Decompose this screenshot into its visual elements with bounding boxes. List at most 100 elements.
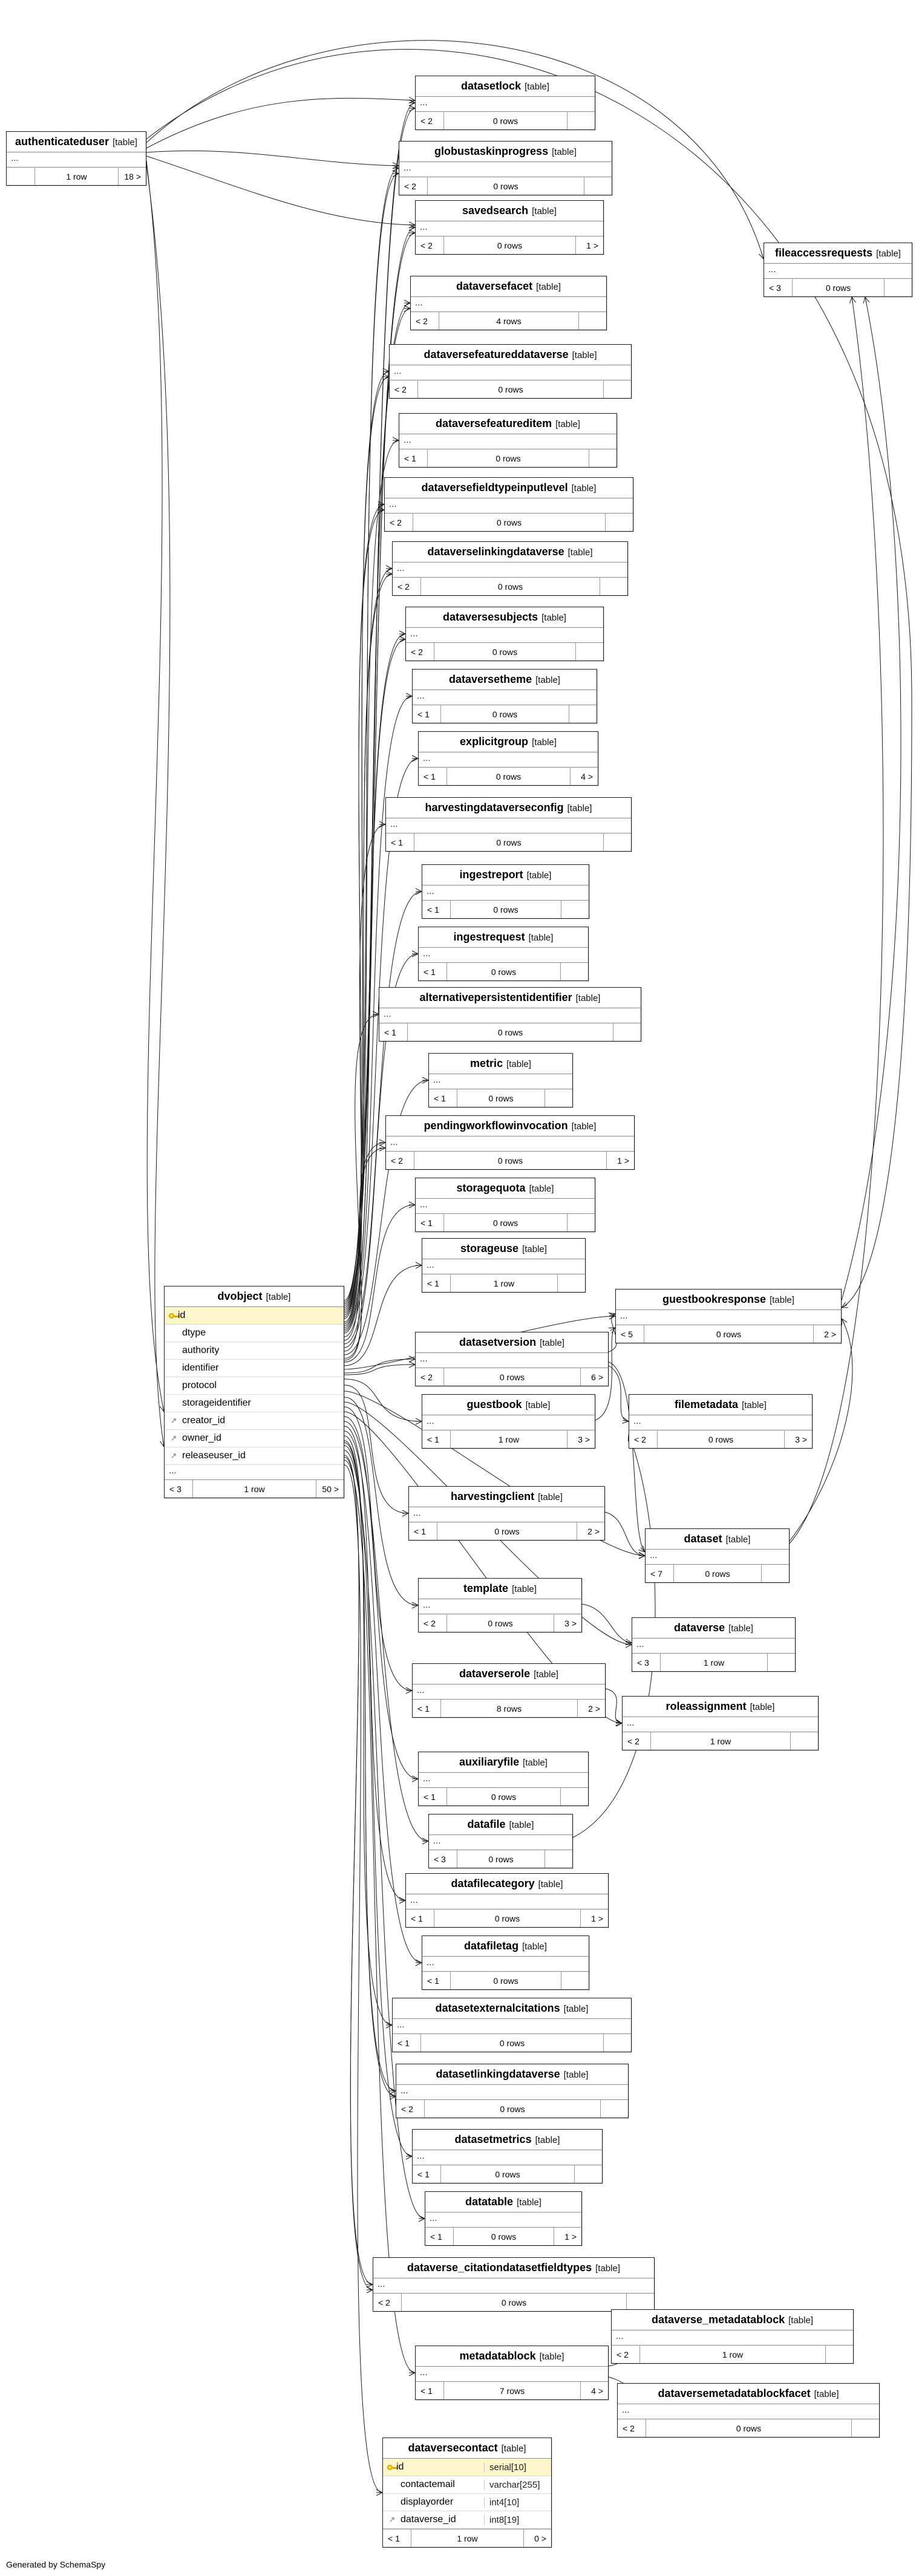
table-dataverse_citationdatasetfieldtypes[interactable]: dataverse_citationdatasetfieldtypes[tabl… xyxy=(373,2257,655,2312)
table-alternativepersistentidentifier[interactable]: alternativepersistentidentifier[table]..… xyxy=(379,987,641,1042)
table-name[interactable]: dataverse_metadatablock xyxy=(652,2314,785,2326)
table-name[interactable]: authenticateduser xyxy=(15,135,110,148)
table-name[interactable]: explicitgroup xyxy=(460,735,529,748)
table-header[interactable]: harvestingclient[table] xyxy=(409,1487,604,1507)
table-name[interactable]: datasetlock xyxy=(461,80,522,92)
table-header[interactable]: dataverse[table] xyxy=(632,1618,795,1639)
table-name[interactable]: dataset xyxy=(684,1533,722,1545)
table-header[interactable]: storagequota[table] xyxy=(416,1178,595,1199)
table-name[interactable]: globustaskinprogress xyxy=(434,145,549,157)
table-name[interactable]: auxiliaryfile xyxy=(459,1756,520,1768)
table-header[interactable]: metadatablock[table] xyxy=(416,2346,608,2367)
table-header[interactable]: datafilecategory[table] xyxy=(406,1874,608,1894)
table-header[interactable]: filemetadata[table] xyxy=(629,1395,812,1415)
table-name[interactable]: datasetversion xyxy=(459,1336,537,1348)
table-name[interactable]: metadatablock xyxy=(459,2350,536,2362)
table-header[interactable]: dataversemetadatablockfacet[table] xyxy=(618,2384,879,2404)
table-header[interactable]: dataversesubjects[table] xyxy=(406,607,603,628)
table-header[interactable]: pendingworkflowinvocation[table] xyxy=(386,1116,634,1136)
table-dataversemetadatablockfacet[interactable]: dataversemetadatablockfacet[table]...< 2… xyxy=(617,2383,880,2437)
table-name[interactable]: datafiletag xyxy=(464,1940,519,1952)
table-header[interactable]: datasetlinkingdataverse[table] xyxy=(396,2064,628,2085)
table-name[interactable]: savedsearch xyxy=(462,204,529,217)
table-header[interactable]: dataversefieldtypeinputlevel[table] xyxy=(385,478,633,498)
table-name[interactable]: guestbookresponse xyxy=(662,1293,767,1305)
table-name[interactable]: dataversecontact xyxy=(408,2442,498,2454)
table-name[interactable]: template xyxy=(463,1582,509,1594)
table-name[interactable]: datafile xyxy=(467,1818,506,1830)
table-name[interactable]: storagequota xyxy=(456,1182,526,1194)
table-name[interactable]: dataverse_citationdatasetfieldtypes xyxy=(407,2261,592,2274)
table-name[interactable]: dataversemetadatablockfacet xyxy=(658,2387,811,2399)
table-name[interactable]: harvestingclient xyxy=(451,1490,535,1502)
table-header[interactable]: dataverselinkingdataverse[table] xyxy=(393,542,627,562)
table-header[interactable]: metric[table] xyxy=(429,1054,572,1074)
table-header[interactable]: guestbook[table] xyxy=(422,1395,595,1415)
table-name[interactable]: datasetexternalcitations xyxy=(435,2002,560,2014)
table-header[interactable]: datatable[table] xyxy=(425,2192,581,2212)
table-header[interactable]: dataset[table] xyxy=(646,1529,789,1550)
table-name[interactable]: harvestingdataverseconfig xyxy=(425,801,564,814)
table-header[interactable]: roleassignment[table] xyxy=(623,1697,818,1717)
table-name[interactable]: dataverselinkingdataverse xyxy=(427,546,564,558)
table-name[interactable]: roleassignment xyxy=(666,1700,747,1712)
table-header[interactable]: datasetversion[table] xyxy=(416,1332,608,1353)
table-name[interactable]: dataversefeatureddataverse xyxy=(424,348,569,360)
table-header[interactable]: savedsearch[table] xyxy=(416,201,603,221)
table-name[interactable]: ingestreport xyxy=(459,869,523,881)
table-name[interactable]: pendingworkflowinvocation xyxy=(424,1120,568,1132)
table-header[interactable]: dataverserole[table] xyxy=(413,1664,605,1684)
table-header[interactable]: storageuse[table] xyxy=(422,1239,585,1259)
table-name[interactable]: datasetmetrics xyxy=(454,2133,532,2145)
table-header[interactable]: dvobject[table] xyxy=(165,1286,344,1307)
table-name[interactable]: ingestrequest xyxy=(453,931,525,943)
table-name[interactable]: datasetlinkingdataverse xyxy=(436,2068,560,2080)
table-header[interactable]: datasetexternalcitations[table] xyxy=(393,1998,631,2019)
table-header[interactable]: harvestingdataverseconfig[table] xyxy=(386,798,631,818)
table-dataversefieldtypeinputlevel[interactable]: dataversefieldtypeinputlevel[table]...< … xyxy=(384,477,633,532)
table-name[interactable]: dataverse xyxy=(674,1622,725,1634)
table-header[interactable]: auxiliaryfile[table] xyxy=(419,1752,588,1773)
table-header[interactable]: dataverse_citationdatasetfieldtypes[tabl… xyxy=(373,2258,654,2278)
table-header[interactable]: datasetlock[table] xyxy=(416,76,595,97)
table-header[interactable]: explicitgroup[table] xyxy=(419,732,598,752)
table-header[interactable]: ingestrequest[table] xyxy=(419,927,588,948)
table-header[interactable]: dataversefeatureditem[table] xyxy=(399,414,616,434)
table-name[interactable]: fileaccessrequests xyxy=(775,247,873,259)
table-header[interactable]: alternativepersistentidentifier[table] xyxy=(379,988,641,1008)
table-name[interactable]: dataversefacet xyxy=(456,280,533,292)
